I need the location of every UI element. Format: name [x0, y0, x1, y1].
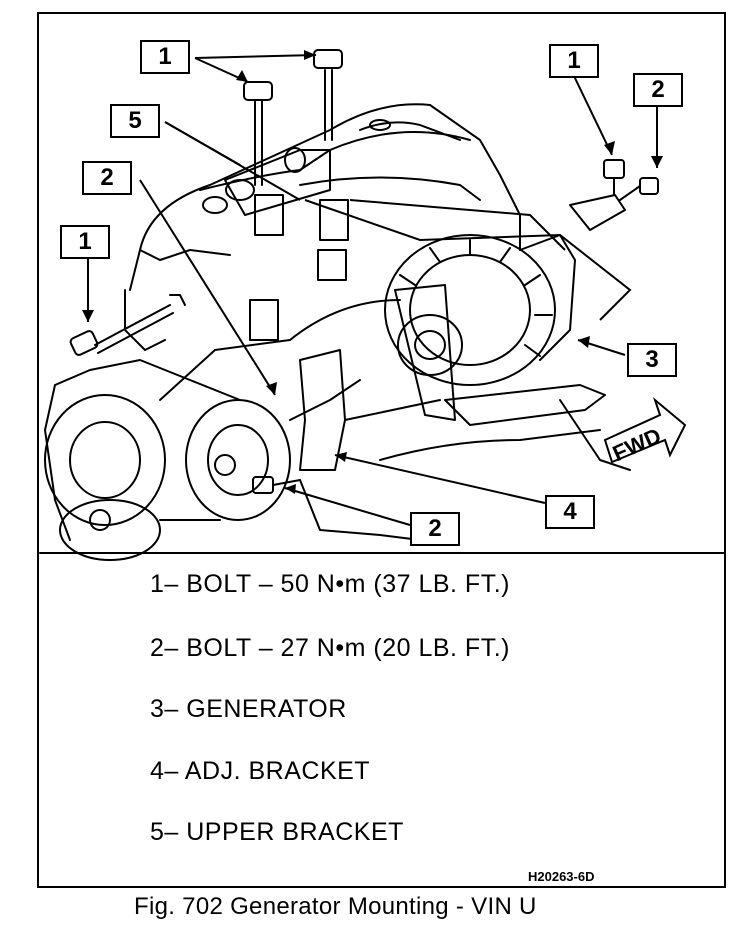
legend-item-bolt-27nm: 2– BOLT – 27 N•m (20 LB. FT.): [150, 634, 510, 662]
callout-bolt-2-bottom: 2: [410, 512, 460, 546]
callout-bolt-1-right: 1: [549, 44, 599, 78]
callout-bolt-1-left: 1: [60, 225, 110, 259]
legend-item-adj-bracket: 4– ADJ. BRACKET: [150, 757, 371, 785]
callout-generator: 3: [627, 343, 677, 377]
figure-frame: [37, 12, 726, 888]
forward-arrow-icon: [603, 396, 687, 464]
callout-bolt-1-top: 1: [140, 40, 190, 74]
legend-item-generator: 3– GENERATOR: [150, 695, 347, 723]
callout-bolt-2-left: 2: [82, 161, 132, 195]
legend-item-bolt-50nm: 1– BOLT – 50 N•m (37 LB. FT.): [150, 570, 510, 598]
drawing-code: H20263-6D: [528, 869, 595, 884]
figure-caption: Fig. 702 Generator Mounting - VIN U: [134, 893, 537, 920]
callout-adj-bracket: 4: [545, 495, 595, 529]
legend-item-upper-bracket: 5– UPPER BRACKET: [150, 818, 404, 846]
callout-upper-bracket: 5: [110, 104, 160, 138]
callout-bolt-2-right: 2: [633, 73, 683, 107]
